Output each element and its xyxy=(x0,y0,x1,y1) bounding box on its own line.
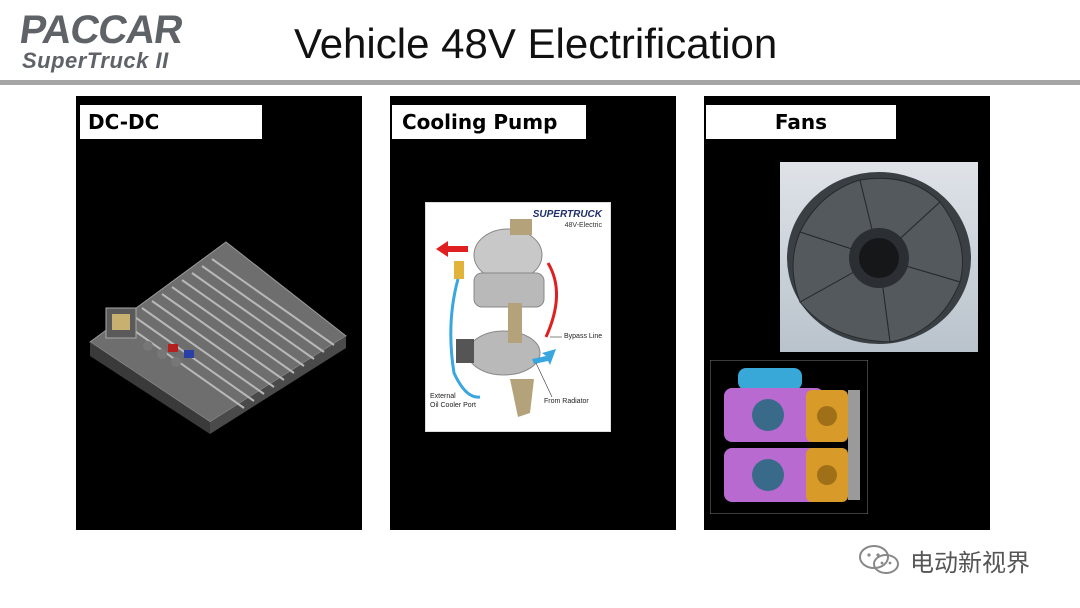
callout-bypass-line: Bypass Line xyxy=(564,333,603,340)
panel-dcdc-converter: DC-DC converter xyxy=(76,96,362,530)
supertruck-badge: SUPERTRUCK xyxy=(532,209,602,220)
watermark-text: 电动新视界 xyxy=(910,548,1030,577)
panel-cooling-pump: Cooling Pump SUPERTRUCK 48V-Electric xyxy=(390,96,676,530)
callout-from-radiator: From Radiator xyxy=(544,398,589,405)
paccar-supertruck-logo: PACCAR SuperTruck II xyxy=(17,8,248,73)
dcdc-converter-image xyxy=(89,241,347,434)
cooling-pump-diagram: SUPERTRUCK 48V-Electric Bypa xyxy=(425,202,611,432)
header-divider xyxy=(0,80,1080,85)
fan-assembly-image xyxy=(710,360,868,514)
panel-label-fans: Fans xyxy=(706,105,896,139)
logo-subtitle: SuperTruck II xyxy=(22,48,169,73)
badge-subtitle: 48V-Electric xyxy=(564,222,602,229)
wechat-watermark: 电动新视界 xyxy=(858,540,1030,580)
callout-external: External xyxy=(430,393,456,400)
logo-brand: PACCAR xyxy=(16,8,186,52)
panel-fans: Fans xyxy=(704,96,990,530)
slide-title: Vehicle 48V Electrification xyxy=(294,20,778,67)
panel-label-dcdc: DC-DC converter xyxy=(80,105,262,168)
fan-impeller-image xyxy=(780,162,978,352)
wechat-icon xyxy=(859,545,899,574)
panel-label-cooling-pump: Cooling Pump xyxy=(392,105,586,139)
callout-oil-cooler-port: Oil Cooler Port xyxy=(430,402,476,409)
pump-illustration xyxy=(436,219,562,417)
